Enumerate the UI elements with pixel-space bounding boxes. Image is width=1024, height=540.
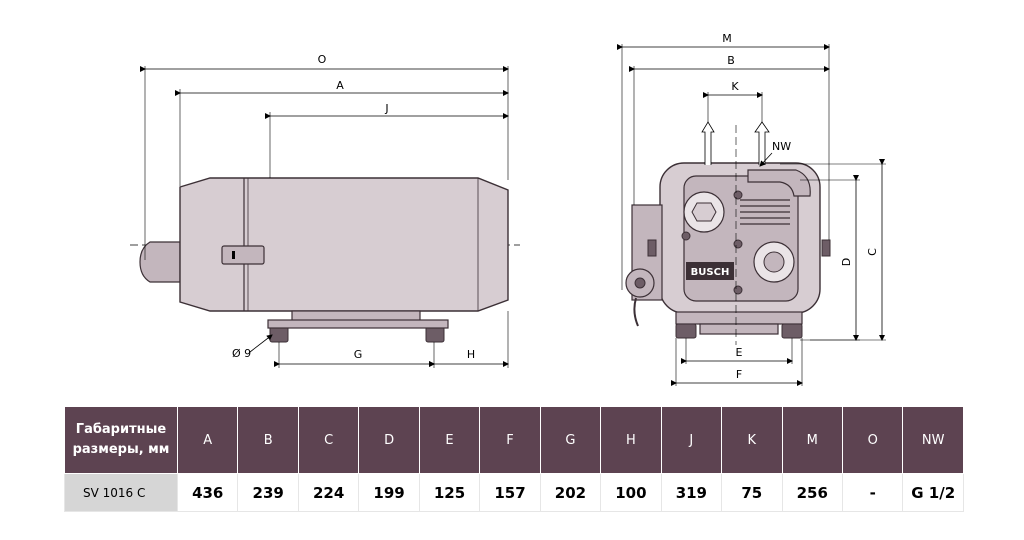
- base-plate: [675, 311, 803, 325]
- header-cell: NW: [902, 406, 964, 474]
- side-view: O A J G H Ø 9: [130, 53, 520, 368]
- header-cell: F: [479, 406, 541, 474]
- header-cell: D: [358, 406, 420, 474]
- dim-label-hole: Ø 9: [232, 347, 251, 360]
- table-title-line2: размеры, мм: [72, 442, 170, 457]
- table-title: Габаритные размеры, мм: [64, 406, 178, 474]
- dim-label-K: K: [731, 80, 739, 93]
- inlet-arrow: [701, 121, 715, 165]
- table-header-row: Габаритные размеры, мм A B C D E F G H J…: [64, 406, 964, 474]
- value-cell: -: [841, 473, 904, 512]
- dim-label-A: A: [336, 79, 344, 92]
- header-cell: H: [600, 406, 662, 474]
- brand-label: BUSCH: [691, 267, 730, 278]
- shaft-stub: [139, 241, 181, 283]
- header-cell: M: [781, 406, 843, 474]
- dim-label-D: D: [840, 258, 853, 266]
- brand-plate: [686, 262, 734, 280]
- front-view: BUSCH M B K NW: [617, 32, 886, 386]
- value-cell: 256: [781, 473, 843, 512]
- dim-label-C: C: [866, 248, 879, 256]
- value-cell: 100: [600, 473, 662, 512]
- dim-label-E: E: [736, 346, 743, 359]
- header-cell: C: [297, 406, 360, 474]
- header-cell: G: [539, 406, 602, 474]
- dim-label-B: B: [727, 54, 735, 67]
- value-cell: 125: [418, 473, 481, 512]
- header-cell: E: [418, 406, 481, 474]
- header-cell: J: [660, 406, 723, 474]
- dim-label-J: J: [384, 102, 388, 115]
- header-cell: A: [176, 406, 239, 474]
- motor-body: [179, 177, 509, 312]
- value-cell: 75: [721, 473, 783, 512]
- dimensions-table: Габаритные размеры, мм A B C D E F G H J…: [64, 406, 964, 512]
- value-cell: 199: [358, 473, 420, 512]
- value-cell: 224: [297, 473, 360, 512]
- header-cell: B: [237, 406, 299, 474]
- value-cell: 157: [479, 473, 541, 512]
- header-cell: O: [841, 406, 904, 474]
- dim-label-O: O: [318, 53, 327, 66]
- dim-label-G: G: [354, 348, 363, 361]
- value-cell: 319: [660, 473, 723, 512]
- value-cell: 239: [237, 473, 299, 512]
- value-cell: 436: [176, 473, 239, 512]
- model-cell: SV 1016 C: [64, 473, 178, 512]
- dim-label-F: F: [736, 368, 742, 381]
- table-title-line1: Габаритные: [75, 422, 167, 437]
- header-cell: K: [721, 406, 783, 474]
- dim-label-M: M: [722, 32, 732, 45]
- value-cell: 202: [539, 473, 602, 512]
- table-row: SV 1016 C 436 239 224 199 125 157 202 10…: [64, 473, 964, 512]
- outlet-pipe: [747, 169, 811, 197]
- technical-drawing: O A J G H Ø 9: [130, 32, 886, 386]
- value-cell: G 1/2: [902, 473, 964, 512]
- terminal-box: [221, 245, 265, 265]
- dim-label-H: H: [467, 348, 475, 361]
- dim-label-NW: NW: [772, 140, 791, 153]
